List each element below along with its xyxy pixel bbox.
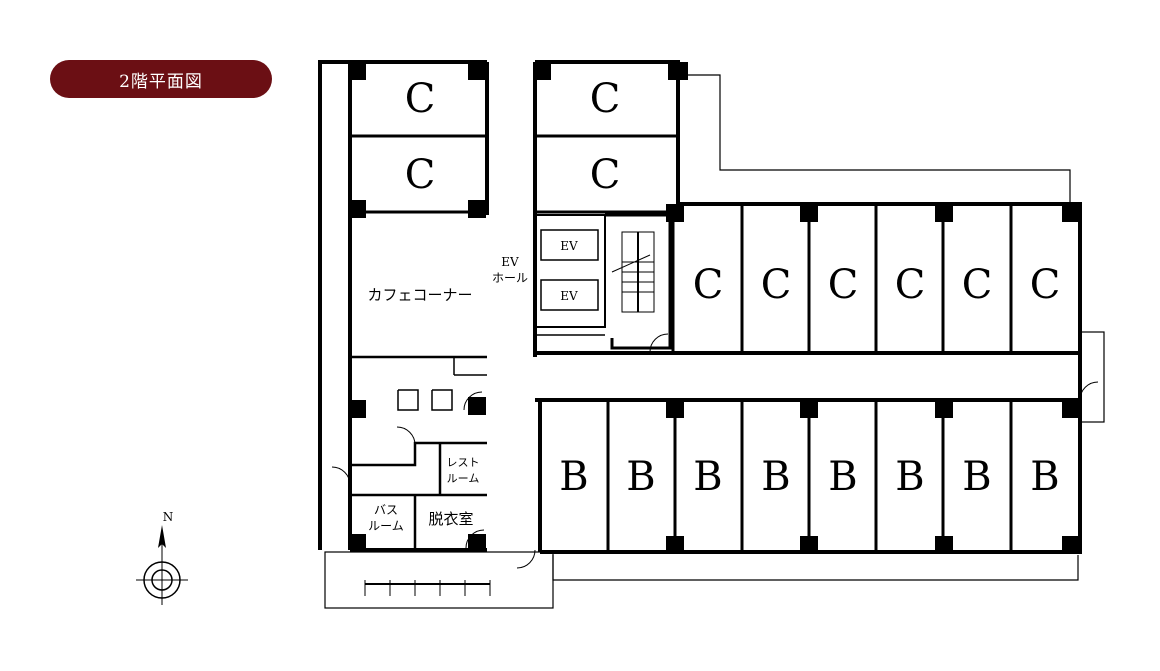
elevator-label: EV [560,239,578,253]
dressing-room-label: 脱衣室 [428,510,473,528]
cafe-corner-label: カフェコーナー [367,286,472,304]
restroom-label-line2: ルーム [447,472,480,485]
room-c-label: C [962,262,993,308]
room-c-label: C [590,76,621,122]
restroom-label-line1: レスト [447,456,480,469]
floor-label: 2階平面図 [119,71,203,92]
room-b-label: B [693,454,722,500]
room-b-label: B [1030,454,1059,500]
ev-area [534,213,672,350]
c-row-partitions [671,204,1013,353]
room-b-label: B [962,454,991,500]
elevator-label: EV [560,289,578,303]
room-b-label: B [559,454,588,500]
room-c-label: C [1030,262,1061,308]
compass [136,525,188,605]
room-c-label: C [693,262,724,308]
bathroom-label-line1: バス [374,503,398,517]
wet-area-walls [350,355,487,550]
room-b-label: B [895,454,924,500]
north-label: N [163,510,174,524]
ev-hall-label-line1: EV [501,255,519,269]
c-rooms-top-walls [350,134,678,214]
bathroom-label-line2: ルーム [368,519,404,533]
room-c-label: C [405,76,436,122]
stairs [364,231,655,596]
north-arrow-icon [158,525,166,548]
room-b-label: B [626,454,655,500]
room-b-label: B [761,454,790,500]
main-walls [318,60,1082,554]
room-c-label: C [895,262,926,308]
b-row-partitions [606,400,1013,552]
columns [350,62,1080,552]
room-b-label: B [828,454,857,500]
room-c-label: C [761,262,792,308]
floor-label-badge: 2階平面図 [50,60,272,98]
room-c-label: C [405,152,436,198]
room-c-label: C [590,152,621,198]
ev-hall-label-line2: ホール [492,271,528,285]
terrace-outlines [324,74,1105,609]
door-arcs [331,333,1099,569]
room-labels: C C C C C C C C C C B B B B B B B B EV E… [163,76,1061,533]
room-c-label: C [828,262,859,308]
